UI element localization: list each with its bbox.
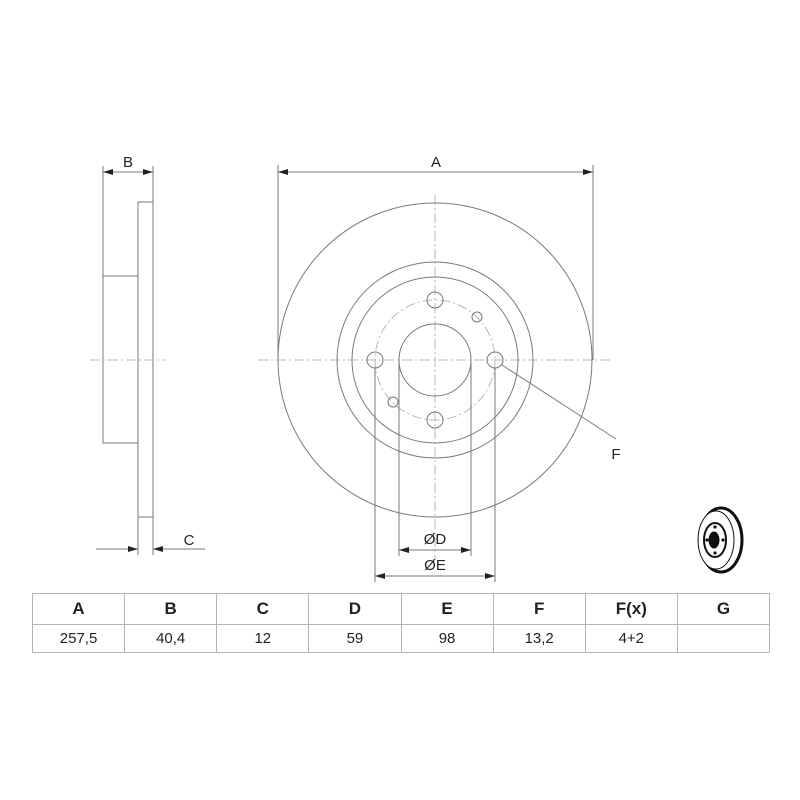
value-b: 40,4 — [124, 624, 218, 653]
header-b: B — [124, 593, 218, 625]
header-fx: F(x) — [584, 593, 678, 625]
value-c: 12 — [216, 624, 310, 653]
dim-e-arrow-right — [485, 573, 495, 579]
dim-a-label: A — [431, 154, 441, 171]
value-fx: 4+2 — [584, 624, 678, 653]
hat-edge-outer — [336, 261, 534, 459]
side-view: B C — [90, 154, 205, 555]
header-g: G — [676, 593, 771, 625]
header-e: E — [400, 593, 494, 625]
dim-b-arrow-left — [103, 169, 113, 175]
spec-table-header-row: A B C D E F F(x) G — [31, 593, 771, 625]
dim-d-arrow-left — [399, 547, 409, 553]
dim-b-label: B — [123, 154, 133, 171]
brake-disc-icon — [697, 506, 744, 574]
dim-a-arrow-right — [583, 169, 593, 175]
dim-e-arrow-left — [375, 573, 385, 579]
callout-f-leader — [501, 364, 617, 440]
dim-d-label: ØD — [424, 531, 447, 548]
dim-c-arrow-left — [128, 546, 138, 552]
bolt-circle — [374, 299, 496, 421]
value-e: 98 — [400, 624, 494, 653]
value-g — [676, 624, 771, 653]
value-f: 13,2 — [492, 624, 586, 653]
front-view: A ØD ØE F — [258, 154, 621, 582]
dim-e-label: ØE — [424, 557, 446, 574]
header-c: C — [216, 593, 310, 625]
bolt-hole-top — [426, 291, 444, 309]
dim-c-arrow-right — [153, 546, 163, 552]
dim-c-label: C — [184, 532, 195, 549]
spec-table: A B C D E F F(x) G 257,5 40,4 12 59 98 1… — [31, 593, 771, 653]
hat-edge-inner — [351, 276, 519, 444]
small-hole-upper-right — [471, 311, 483, 323]
value-a: 257,5 — [31, 624, 126, 653]
dim-b-arrow-right — [143, 169, 153, 175]
header-f: F — [492, 593, 586, 625]
header-d: D — [308, 593, 402, 625]
header-a: A — [31, 593, 126, 625]
callout-f-label: F — [611, 446, 620, 463]
dim-a-arrow-left — [278, 169, 288, 175]
spec-table-value-row: 257,5 40,4 12 59 98 13,2 4+2 — [31, 624, 771, 653]
dim-d-arrow-right — [461, 547, 471, 553]
small-hole-lower-left — [387, 396, 399, 408]
value-d: 59 — [308, 624, 402, 653]
bolt-hole-bottom — [426, 411, 444, 429]
